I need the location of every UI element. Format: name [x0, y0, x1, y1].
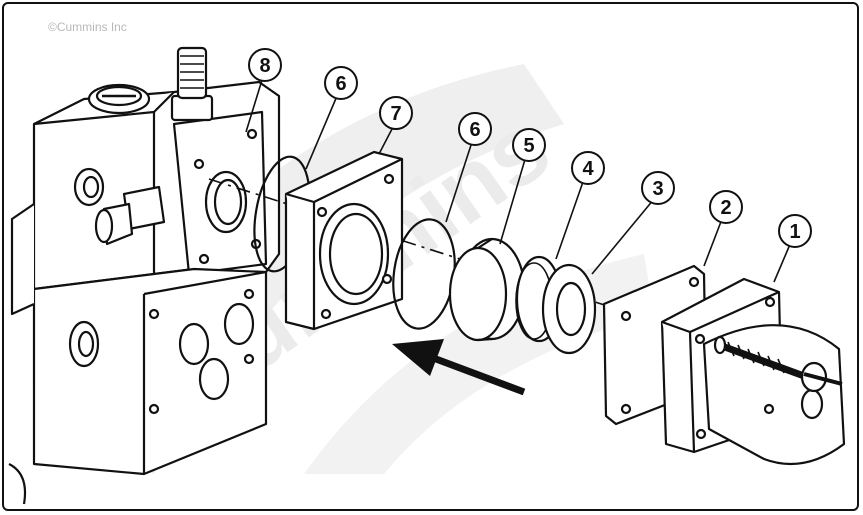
callout-2: 2 [709, 190, 743, 224]
svg-text:1: 1 [789, 221, 800, 243]
adapter-plate [284, 150, 404, 331]
piston [448, 237, 526, 342]
exploded-view-diagram: Cummins [8, 46, 846, 505]
svg-text:6: 6 [335, 73, 346, 95]
copyright-text: ©Cummins Inc [48, 20, 127, 34]
svg-text:8: 8 [259, 55, 270, 77]
callout-5: 5 [512, 128, 546, 162]
callout-3: 3 [641, 171, 675, 205]
callout-6-left: 6 [324, 66, 358, 100]
callout-1: 1 [778, 214, 812, 248]
svg-text:6: 6 [469, 119, 480, 141]
svg-text:3: 3 [652, 178, 663, 200]
svg-text:2: 2 [720, 197, 731, 219]
valve-body [8, 46, 281, 505]
svg-text:4: 4 [582, 158, 594, 180]
svg-text:7: 7 [390, 103, 401, 125]
callout-6-right: 6 [458, 112, 492, 146]
callout-7: 7 [379, 96, 413, 130]
leader-lines [245, 79, 792, 283]
actuator [660, 277, 846, 466]
callout-8: 8 [248, 48, 282, 82]
svg-text:5: 5 [523, 135, 534, 157]
direction-arrow [392, 339, 526, 396]
washer [541, 263, 597, 355]
callout-4: 4 [571, 151, 605, 185]
